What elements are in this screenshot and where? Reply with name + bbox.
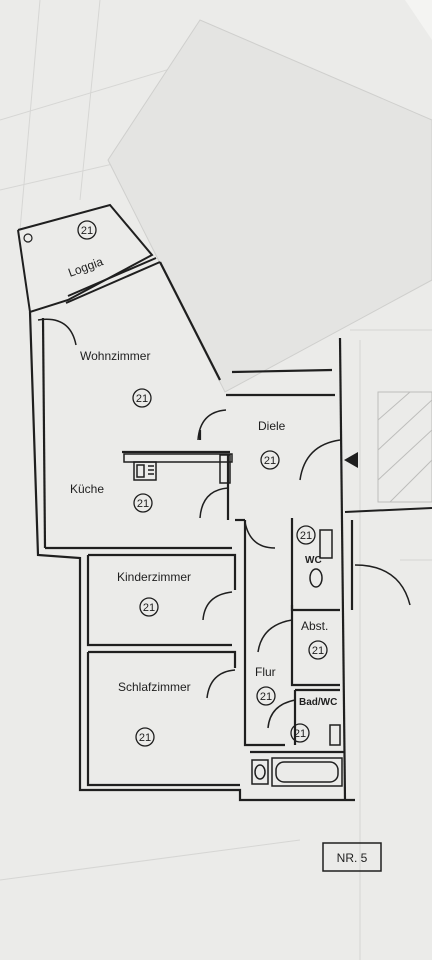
kueche-marker-text: 21 — [137, 498, 149, 510]
bad-wc-marker-text: 21 — [294, 728, 306, 740]
wc-label: WC — [305, 555, 322, 566]
bad-wc-marker — [290, 723, 310, 743]
abst-marker-text: 21 — [312, 645, 324, 657]
diele-label: Diele — [258, 419, 286, 433]
wohnzimmer-marker — [132, 388, 152, 408]
schlafzimmer-label: Schlafzimmer — [118, 680, 191, 694]
bad-wc-label: Bad/WC — [299, 697, 337, 708]
loggia-outline — [17, 203, 161, 314]
flur-marker-text: 21 — [260, 691, 272, 703]
wc-marker — [296, 525, 316, 545]
bathroom-fixtures — [251, 529, 343, 787]
plan-number: NR. 5 — [337, 851, 368, 865]
entrance-arrow — [344, 452, 358, 468]
overlapping-sheet-corner — [405, 0, 432, 40]
abst-label: Abst. — [301, 619, 328, 633]
abst-marker — [308, 640, 328, 660]
flur-marker — [256, 686, 276, 706]
exterior-wall-line — [344, 507, 432, 513]
kueche-marker — [133, 493, 153, 513]
kinderzimmer-label: Kinderzimmer — [117, 570, 191, 584]
kinderzimmer-marker — [139, 597, 159, 617]
door-swings — [37, 318, 411, 729]
flur-label: Flur — [255, 665, 276, 679]
kinderzimmer-marker-text: 21 — [143, 602, 155, 614]
plan-number-box — [322, 842, 382, 872]
wc-marker-text: 21 — [300, 530, 312, 542]
wohnzimmer-marker-text: 21 — [136, 393, 148, 405]
apartment-walls — [28, 261, 355, 802]
loggia-marker — [77, 220, 97, 240]
hatched-area — [377, 391, 432, 503]
diele-marker-text: 21 — [264, 455, 276, 467]
loggia-marker-text: 21 — [81, 225, 93, 237]
schlafzimmer-marker — [135, 727, 155, 747]
diele-marker — [260, 450, 280, 470]
kueche-label: Küche — [70, 482, 104, 496]
kitchen-counter — [123, 453, 233, 484]
schlafzimmer-marker-text: 21 — [139, 732, 151, 744]
wohnzimmer-label: Wohnzimmer — [80, 349, 150, 363]
